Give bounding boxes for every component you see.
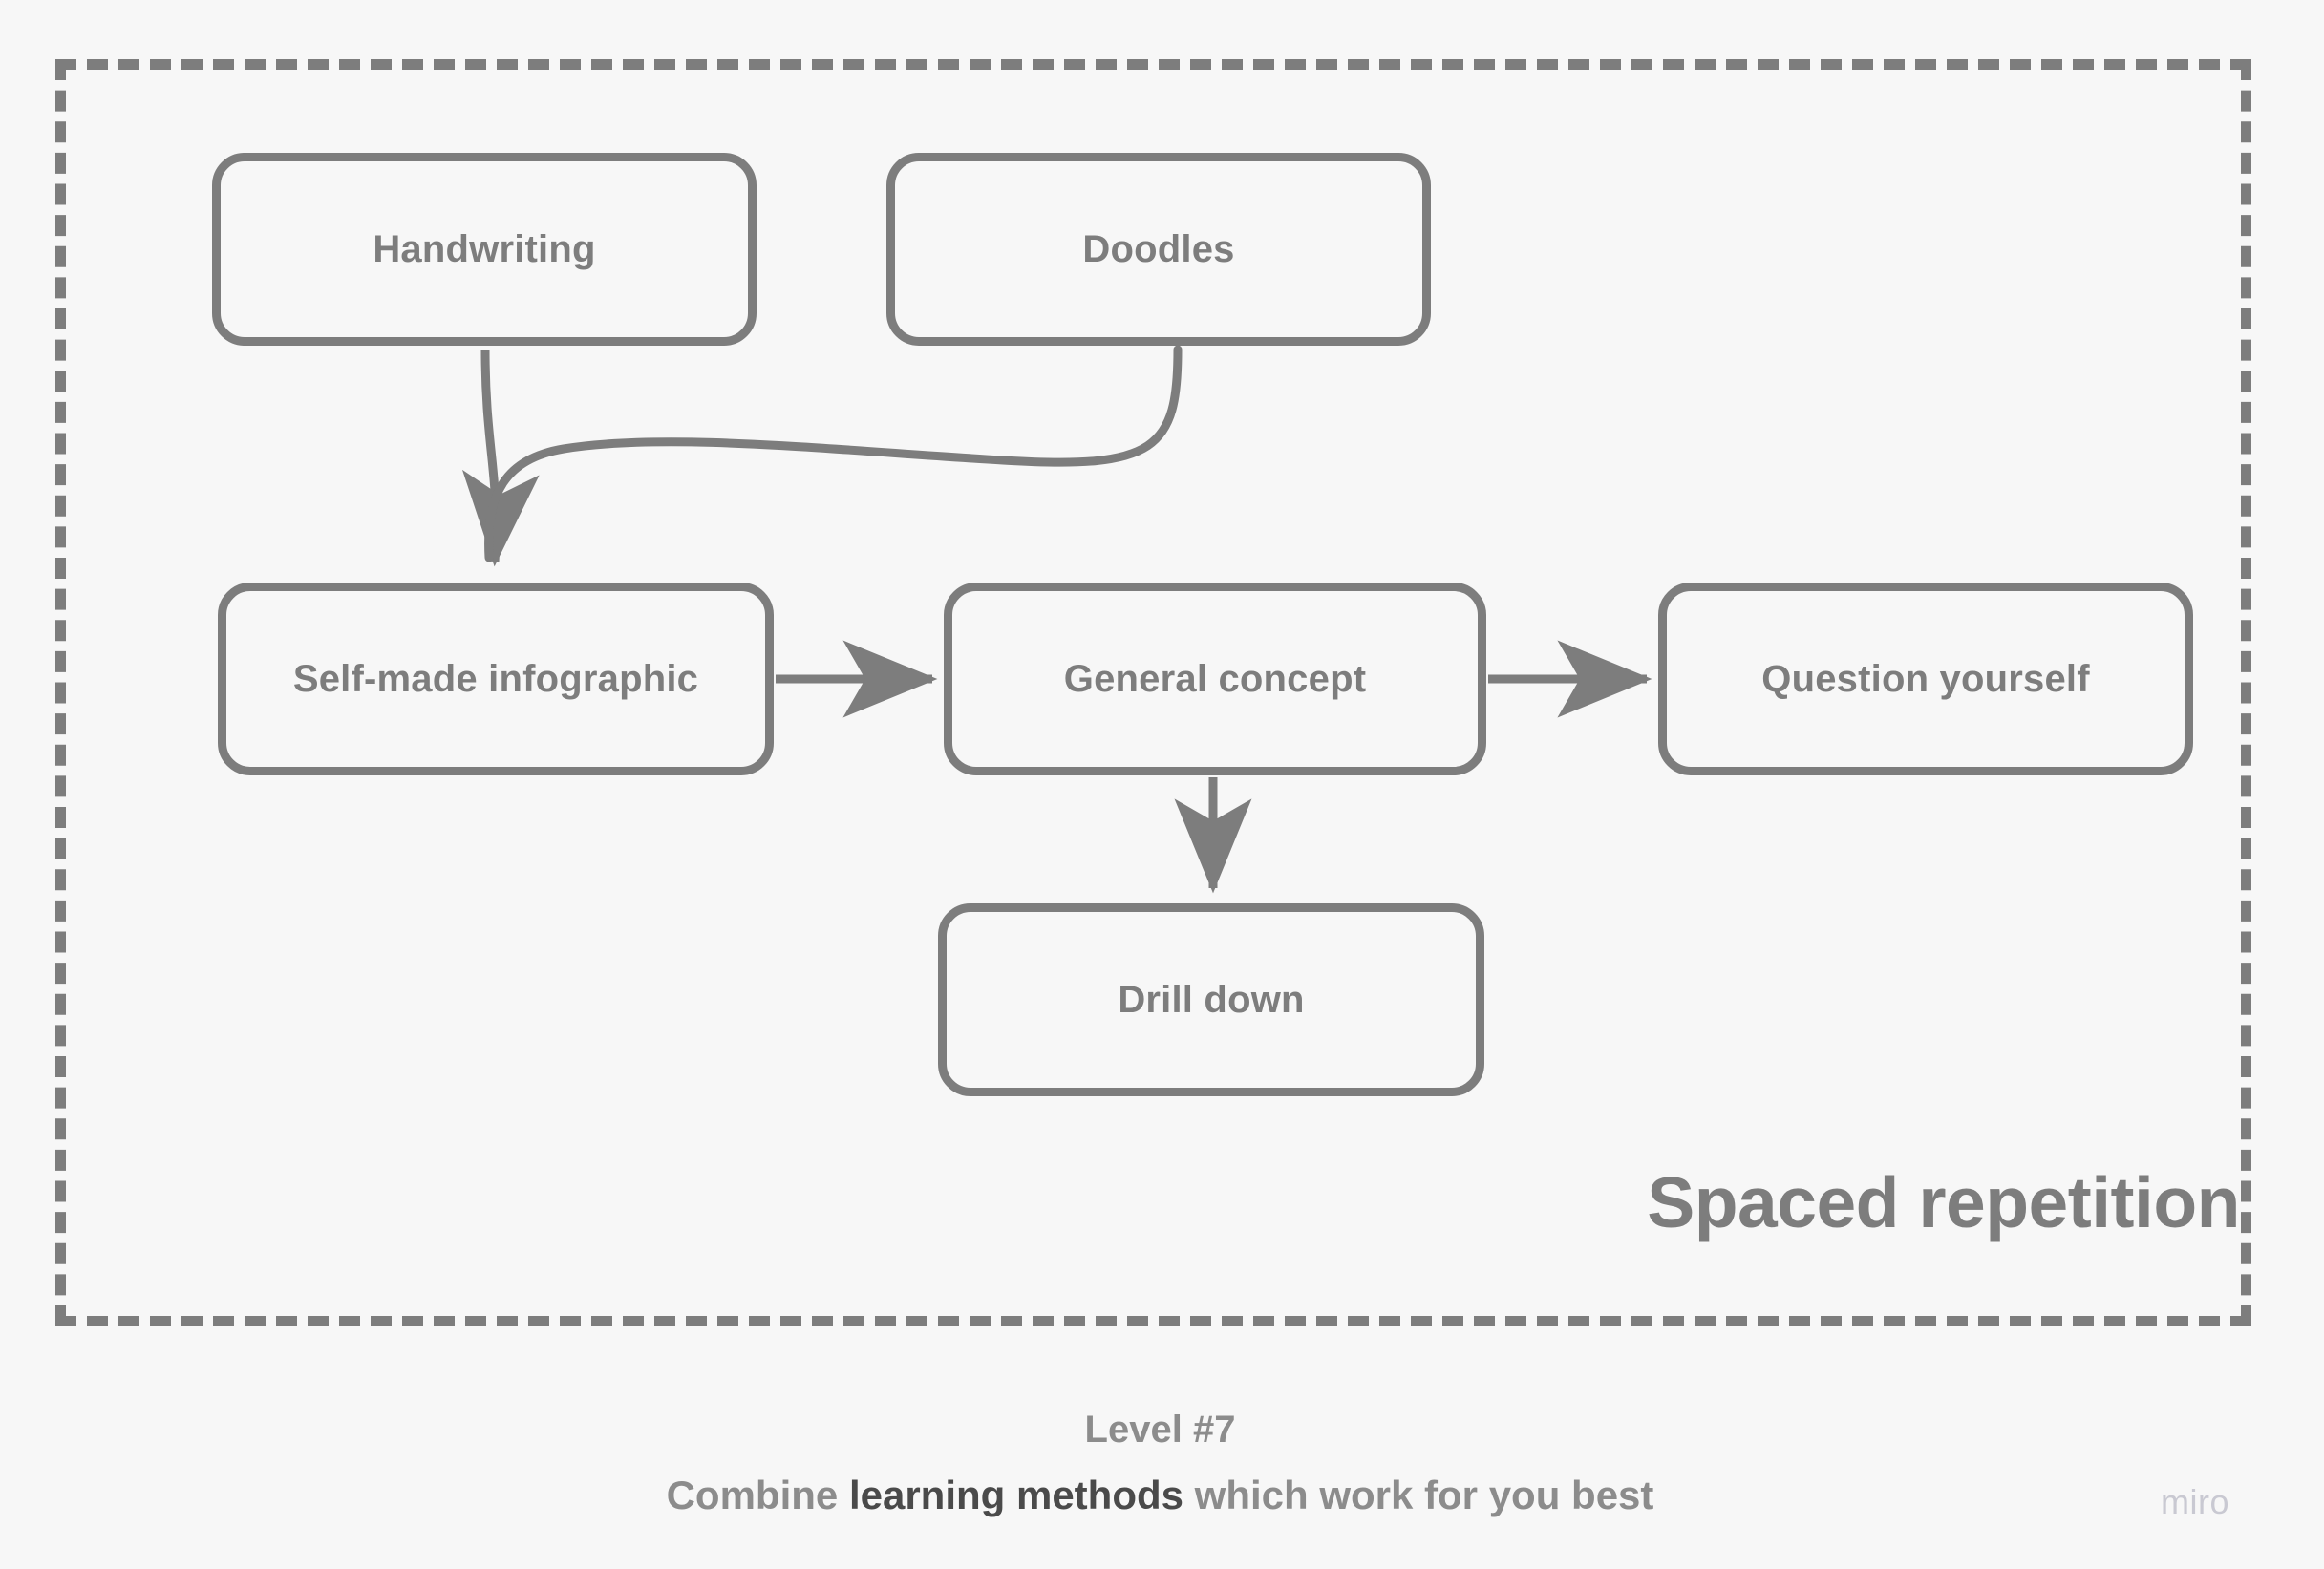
node-question-yourself-label: Question yourself [1761, 658, 2090, 700]
frame-title: Spaced repetition [1647, 1162, 2240, 1242]
caption-subtitle-before: Combine [666, 1473, 849, 1517]
node-doodles-label: Doodles [1082, 228, 1235, 270]
node-general-concept-label: General concept [1063, 658, 1367, 700]
node-drill-down[interactable]: Drill down [938, 903, 1484, 1096]
node-doodles[interactable]: Doodles [886, 153, 1431, 346]
frame-spaced-repetition[interactable] [55, 59, 2251, 1326]
caption-subtitle: Combine learning methods which work for … [0, 1471, 2324, 1521]
node-handwriting-label: Handwriting [373, 228, 596, 270]
caption-subtitle-emphasis: learning methods [848, 1473, 1183, 1517]
caption-level: Level #7 [1084, 1409, 1236, 1451]
caption-block: Level #7 Combine learning methods which … [0, 1406, 2324, 1521]
node-drill-down-label: Drill down [1118, 979, 1305, 1021]
node-handwriting[interactable]: Handwriting [212, 153, 757, 346]
node-self-made-infographic-label: Self-made infographic [292, 658, 699, 700]
node-general-concept[interactable]: General concept [944, 583, 1486, 775]
miro-watermark: miro [2161, 1482, 2229, 1521]
node-question-yourself[interactable]: Question yourself [1658, 583, 2193, 775]
caption-subtitle-after: which work for you best [1183, 1473, 1654, 1517]
node-self-made-infographic[interactable]: Self-made infographic [218, 583, 774, 775]
